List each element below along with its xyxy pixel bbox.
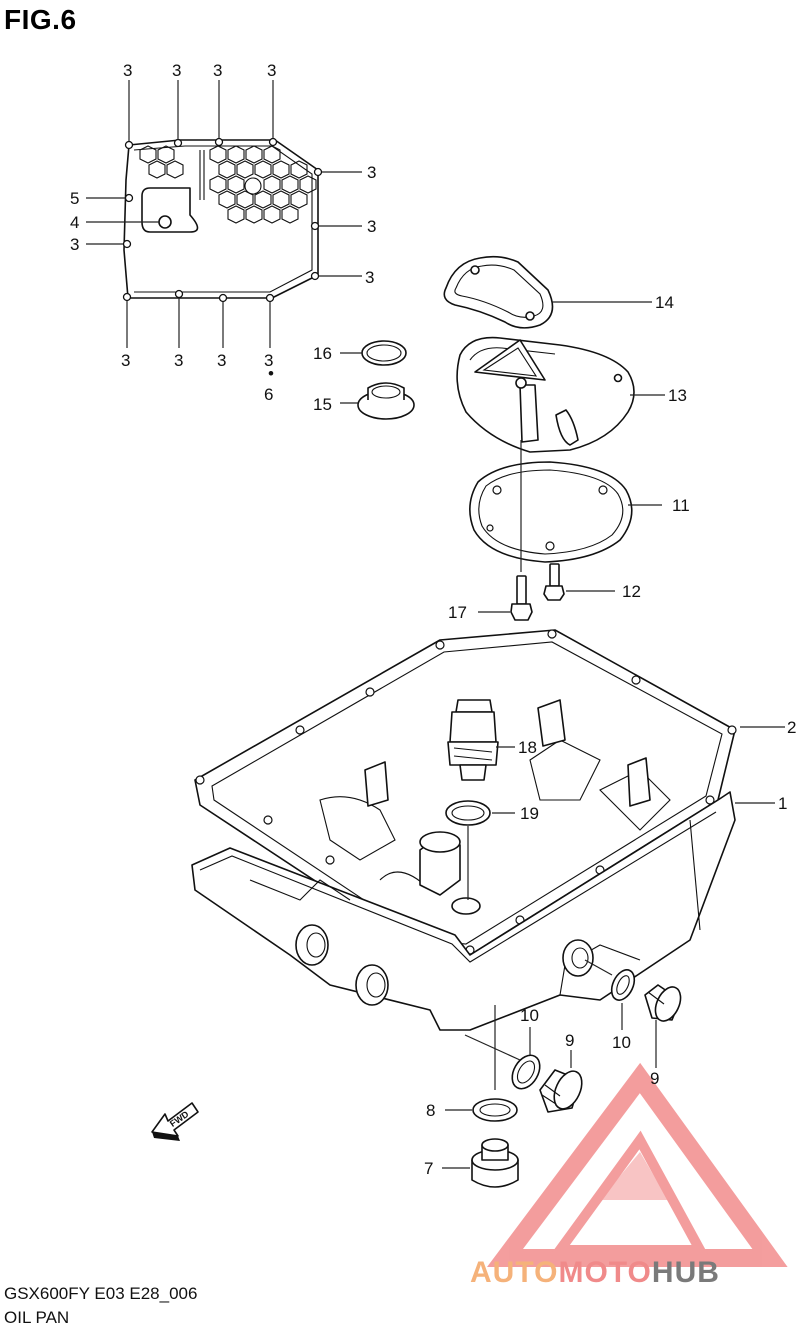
callout-13: 13 <box>668 386 687 405</box>
cooler-housing-13 <box>456 336 635 453</box>
washer-8 <box>472 1098 518 1122</box>
model-code: GSX600FY E03 E28_006 <box>4 1284 198 1303</box>
callout-12: 12 <box>622 582 641 601</box>
callout-5: 5 <box>70 189 79 208</box>
gasket-11 <box>469 461 633 563</box>
callout-10: 10 <box>612 1033 631 1052</box>
bolt-17 <box>510 575 533 621</box>
leader-10-axis-left <box>464 1034 521 1061</box>
fwd-arrow-icon: FWD <box>151 1102 199 1141</box>
brand-auto: AUTO <box>470 1256 559 1289</box>
callout-15: 15 <box>313 395 332 414</box>
plug-9-right <box>644 984 682 1022</box>
callout-4: 4 <box>70 213 79 232</box>
pressure-switch-18 <box>447 699 499 781</box>
drain-plug-7 <box>471 1138 519 1188</box>
seal-15 <box>357 382 415 420</box>
callout-6: 6 <box>264 385 273 404</box>
callout-14: 14 <box>655 293 674 312</box>
callout-3: 3 <box>267 61 276 80</box>
watermark-brand: AUTOMOTOHUB <box>470 1256 720 1290</box>
callout-9: 9 <box>565 1031 574 1050</box>
leader-10-axis-right <box>584 959 613 976</box>
callout-19: 19 <box>520 804 539 823</box>
brand-moto: MOTO <box>558 1256 652 1289</box>
callout-17: 17 <box>448 603 467 622</box>
callout-7: 7 <box>424 1159 433 1178</box>
callout-9: 9 <box>650 1069 659 1088</box>
callout-3: 3 <box>217 351 226 370</box>
watermark-logo <box>487 1062 788 1267</box>
bolt-12 <box>543 563 565 601</box>
figure-caption: OIL PAN <box>4 1308 70 1327</box>
gasket-14 <box>443 255 554 329</box>
callout-3: 3 <box>367 163 376 182</box>
callout-3: 3 <box>121 351 130 370</box>
callout-16: 16 <box>313 344 332 363</box>
o-ring-16 <box>361 340 407 366</box>
callout-3: 3 <box>365 268 374 287</box>
callout-1: 1 <box>778 794 787 813</box>
figure-title: FIG.6 <box>4 4 77 35</box>
oil-pan-1 <box>191 699 736 1031</box>
washer-10-left <box>511 1054 541 1090</box>
callout-3: 3 <box>213 61 222 80</box>
callout-3: 3 <box>70 235 79 254</box>
oil-strainer <box>122 137 323 303</box>
callout-3: 3 <box>123 61 132 80</box>
callout-3: 3 <box>172 61 181 80</box>
o-ring-19 <box>445 800 491 826</box>
callout-6-dot: • <box>268 364 274 383</box>
strainer-leaders <box>86 80 362 348</box>
callout-3: 3 <box>367 217 376 236</box>
callout-11: 11 <box>672 496 690 515</box>
callout-10: 10 <box>520 1006 539 1025</box>
callout-3: 3 <box>174 351 183 370</box>
brand-hub: HUB <box>651 1256 720 1289</box>
callout-2: 2 <box>787 718 796 737</box>
washer-10-right <box>610 969 636 1001</box>
callout-3: 3 <box>264 351 273 370</box>
plug-9-left <box>539 1069 583 1113</box>
callout-18: 18 <box>518 738 537 757</box>
callout-labels: 3 3 3 3 3 3 3 3 3 3 3 3 • 6 4 5 14 16 15… <box>70 61 796 1178</box>
callout-8: 8 <box>426 1101 435 1120</box>
figure-footer: GSX600FY E03 E28_006 OIL PAN <box>4 1282 197 1330</box>
